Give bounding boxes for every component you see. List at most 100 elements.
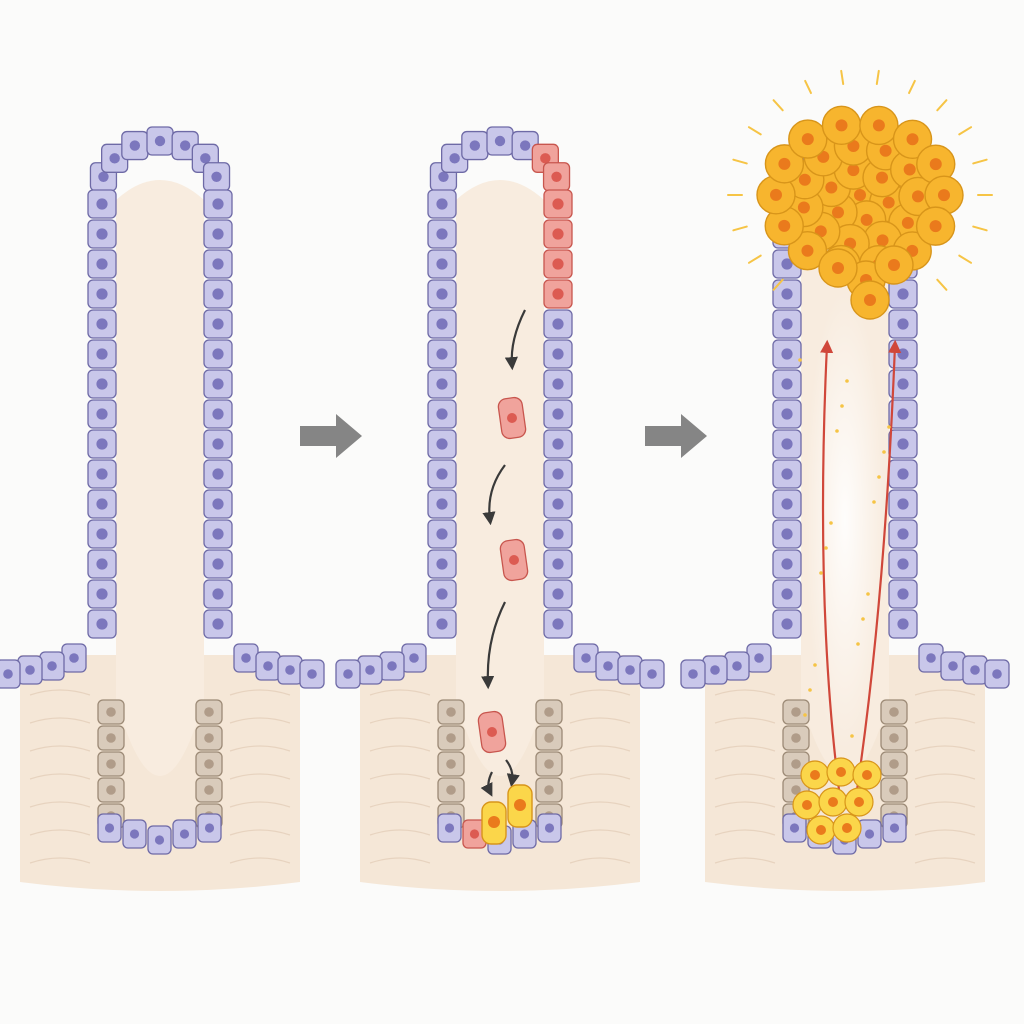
- shoulder-cell: [357, 655, 383, 685]
- panel-normal-villus: [0, 126, 325, 891]
- left-wall-cell: [427, 309, 457, 339]
- cell-nucleus: [551, 171, 562, 182]
- cell-nucleus: [581, 653, 591, 663]
- cell-nucleus: [929, 220, 942, 233]
- cell-nucleus: [854, 189, 866, 201]
- crypt-tumor-cell: [792, 790, 822, 820]
- crypt-base-cell: [857, 819, 882, 849]
- shoulder-cell: [17, 655, 43, 685]
- crypt-cell: [195, 725, 223, 751]
- cell-nucleus: [732, 661, 742, 671]
- cell-nucleus: [781, 438, 793, 450]
- tissue-fiber: [229, 801, 291, 808]
- cell-nucleus: [797, 201, 810, 214]
- signal-dot: [829, 521, 833, 525]
- right-wall-cell: [203, 279, 233, 309]
- right-wall-cell: [543, 429, 573, 459]
- cell-nucleus: [781, 618, 793, 630]
- glow-ray: [772, 278, 784, 291]
- cell-nucleus: [948, 661, 958, 671]
- cell-nucleus: [446, 759, 456, 769]
- cell-nucleus: [781, 258, 793, 270]
- cell-nucleus: [876, 171, 889, 184]
- tissue-fiber: [714, 857, 776, 864]
- cell-nucleus: [212, 258, 224, 270]
- crypt-cell: [880, 751, 908, 777]
- cell-nucleus: [212, 348, 224, 360]
- crypt-base-cell: [172, 819, 197, 849]
- cell-nucleus: [519, 829, 530, 839]
- cell-nucleus: [200, 153, 211, 164]
- right-wall-cell: [888, 609, 918, 639]
- cell-nucleus: [781, 318, 793, 330]
- crypt-cell: [195, 777, 223, 803]
- cell-nucleus: [96, 288, 108, 300]
- arch-cell: [202, 162, 231, 192]
- glow-ray: [747, 126, 762, 136]
- left-wall-cell: [427, 579, 457, 609]
- crypt-cell: [782, 725, 810, 751]
- left-wall-cell: [87, 579, 117, 609]
- glow-ray: [958, 126, 973, 136]
- cell-nucleus: [970, 665, 980, 675]
- arch-cell: [101, 143, 129, 173]
- shoulder-cell: [918, 643, 944, 673]
- cell-nucleus: [204, 707, 214, 717]
- cell-nucleus: [96, 228, 108, 240]
- tissue-fiber: [569, 773, 631, 780]
- cell-nucleus: [444, 823, 455, 833]
- migrating-mutant-cell: [497, 396, 527, 440]
- right-wall-cell: [888, 579, 918, 609]
- shoulder-cell: [39, 651, 65, 681]
- crypt-tumor-cell: [844, 787, 874, 817]
- cell-nucleus: [897, 468, 909, 480]
- left-wall-cell: [772, 549, 802, 579]
- left-wall-cell: [87, 429, 117, 459]
- crypt-cell: [195, 699, 223, 725]
- cell-nucleus: [889, 733, 899, 743]
- cell-nucleus: [436, 288, 448, 300]
- cell-nucleus: [129, 140, 141, 151]
- cell-nucleus: [436, 318, 448, 330]
- signal-dot: [856, 642, 860, 646]
- right-wall-cell: [203, 489, 233, 519]
- cell-nucleus: [897, 438, 909, 450]
- cell-nucleus: [836, 767, 846, 777]
- glow-ray: [732, 225, 748, 232]
- tumor-cell: [915, 206, 956, 246]
- cell-nucleus: [449, 153, 460, 164]
- cell-nucleus: [204, 785, 214, 795]
- cell-nucleus: [911, 190, 924, 203]
- crypt-cell: [97, 725, 125, 751]
- tissue-fiber: [29, 801, 91, 808]
- tumor-cell: [787, 231, 828, 271]
- cell-nucleus: [212, 498, 224, 510]
- shoulder-cell: [277, 655, 303, 685]
- cell-nucleus: [446, 785, 456, 795]
- right-wall-cell: [543, 579, 573, 609]
- cell-nucleus: [469, 829, 480, 839]
- left-wall-cell: [427, 489, 457, 519]
- cell-nucleus: [847, 140, 860, 153]
- right-wall-cell: [203, 519, 233, 549]
- cell-nucleus: [96, 318, 108, 330]
- cell-nucleus: [212, 288, 224, 300]
- cell-nucleus: [212, 198, 224, 210]
- cell-nucleus: [879, 144, 892, 157]
- crypt-base-cell: [122, 819, 147, 849]
- cell-nucleus: [992, 669, 1002, 679]
- tissue-fiber: [914, 773, 976, 780]
- left-wall-cell: [87, 339, 117, 369]
- cell-nucleus: [897, 318, 909, 330]
- cell-nucleus: [937, 189, 950, 202]
- shoulder-cell: [335, 659, 361, 689]
- left-wall-cell: [772, 579, 802, 609]
- cell-nucleus: [436, 438, 448, 450]
- glow-ray: [972, 158, 988, 165]
- cell-nucleus: [552, 558, 564, 570]
- migration-arrow: [481, 601, 506, 690]
- cell-nucleus: [104, 823, 115, 833]
- arch-cell: [511, 130, 539, 161]
- tissue-fiber: [914, 857, 976, 864]
